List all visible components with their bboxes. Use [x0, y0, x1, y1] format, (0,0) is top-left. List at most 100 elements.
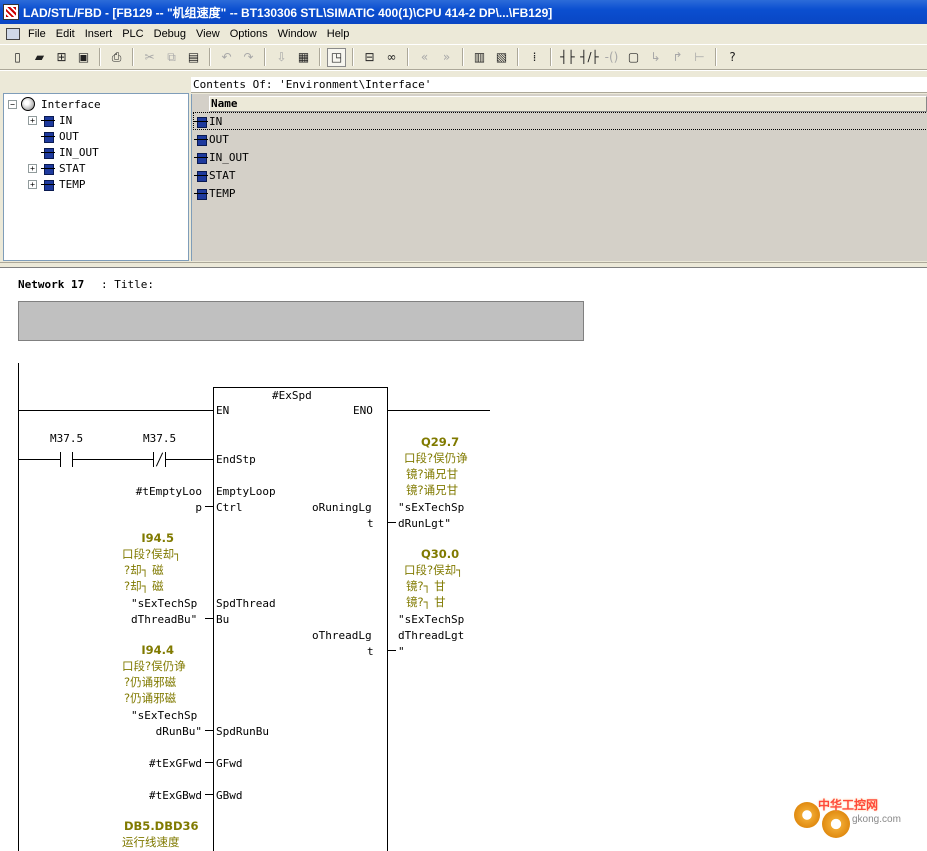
document-window-icon[interactable]	[6, 28, 20, 40]
undo-icon[interactable]: ↶	[221, 50, 232, 64]
monitor-icon[interactable]: ▦	[297, 50, 310, 64]
operand-q30-0[interactable]: Q30.0	[421, 547, 460, 561]
branch-open-icon[interactable]: ↳	[650, 50, 661, 64]
menu-plc[interactable]: PLC	[122, 28, 144, 40]
menu-bar: File Edit Insert PLC Debug View Options …	[0, 24, 927, 44]
contact-nc[interactable]	[153, 452, 154, 467]
pin-oruninglgt: oRuningLg	[312, 501, 372, 514]
tree-item-in-out[interactable]: IN_OUT	[28, 144, 99, 160]
pin-emptyloop: EmptyLoop	[216, 485, 276, 498]
parameter-icon	[41, 179, 55, 191]
toolbar-separator	[319, 48, 321, 66]
connection-icon[interactable]: ⊢	[694, 50, 705, 64]
interface-tree: − Interface + IN OUT IN_OUT + STAT + TEM…	[3, 93, 189, 261]
pin-en: EN	[216, 404, 230, 417]
operand-gbwd[interactable]: #tExGBwd	[149, 789, 202, 802]
parameter-icon	[41, 115, 55, 127]
declaration-icon[interactable]: ▥	[473, 50, 486, 64]
parameter-icon	[194, 134, 208, 146]
paste-icon[interactable]: ▤	[187, 50, 200, 64]
pin-othreadlgt: oThreadLg	[312, 629, 372, 642]
menu-insert[interactable]: Insert	[84, 28, 113, 40]
watermark-logo: 中华工控网 gkong.com	[788, 790, 918, 840]
help-icon[interactable]: ?	[729, 50, 736, 64]
tree-item-in[interactable]: + IN	[28, 112, 72, 128]
function-block-exspd[interactable]	[213, 387, 388, 851]
pane-splitter[interactable]	[0, 262, 927, 268]
en-rung	[18, 410, 213, 411]
overview-icon[interactable]: ◳	[327, 47, 346, 67]
contents-row-in[interactable]: IN	[193, 112, 927, 130]
coil-icon[interactable]: -()	[604, 50, 619, 64]
menu-edit[interactable]: Edit	[55, 28, 75, 40]
pin-eno: ENO	[353, 404, 373, 417]
menu-window[interactable]: Window	[277, 28, 317, 40]
column-header-name[interactable]: Name	[209, 96, 927, 112]
print-icon[interactable]: ⎙	[111, 49, 122, 64]
copy-icon[interactable]: ⧉	[167, 49, 176, 64]
toolbar-separator	[209, 48, 211, 66]
operand-db5-dbd36[interactable]: DB5.DBD36	[124, 819, 199, 833]
menu-file[interactable]: File	[28, 28, 46, 40]
contents-row-temp[interactable]: TEMP	[194, 185, 236, 201]
tree-item-out[interactable]: OUT	[28, 128, 79, 144]
contents-row-out[interactable]: OUT	[194, 131, 229, 147]
pin-gbwd: GBwd	[216, 789, 243, 802]
operand-emptyloop[interactable]: #tEmptyLoo	[135, 485, 202, 498]
title-bar: LAD/STL/FBD - [FB129 -- "机组速度" -- BT1303…	[0, 0, 927, 24]
menu-options[interactable]: Options	[229, 28, 268, 40]
window-title: LAD/STL/FBD - [FB129 -- "机组速度" -- BT1303…	[23, 5, 553, 20]
toolbar-separator	[132, 48, 134, 66]
tree-item-temp[interactable]: + TEMP	[28, 176, 86, 192]
glasses-icon[interactable]: ∞	[386, 50, 397, 64]
tree-item-interface[interactable]: − Interface	[8, 96, 101, 112]
contact1-operand[interactable]: M37.5	[50, 432, 84, 445]
tree-item-stat[interactable]: + STAT	[28, 160, 86, 176]
parameter-icon	[194, 170, 208, 182]
network-title[interactable]: : Title:	[101, 278, 154, 291]
download-icon[interactable]: ⇩	[276, 50, 287, 64]
contents-header: Contents Of: 'Environment\Interface'	[191, 77, 927, 93]
pin-spdrunbu: SpdRunBu	[216, 725, 269, 738]
contents-row-in-out[interactable]: IN_OUT	[194, 149, 249, 165]
toolbar-separator	[352, 48, 354, 66]
contents-row-stat[interactable]: STAT	[194, 167, 236, 183]
collapse-icon[interactable]: −	[8, 99, 17, 109]
prev-network-icon[interactable]: «	[420, 50, 429, 64]
open-icon[interactable]: ▰	[34, 50, 45, 64]
expand-icon[interactable]: +	[28, 179, 37, 189]
accessible-nodes-icon[interactable]: ⊞	[56, 50, 67, 64]
expand-icon[interactable]: +	[28, 115, 37, 125]
operand-q29-7[interactable]: Q29.7	[421, 435, 460, 449]
details-icon[interactable]: ▧	[495, 50, 508, 64]
pin-bu: Bu	[216, 613, 230, 626]
network-comment[interactable]	[18, 301, 584, 341]
operand-gfwd[interactable]: #tExGFwd	[149, 757, 202, 770]
menu-debug[interactable]: Debug	[153, 28, 187, 40]
parameter-icon	[194, 152, 208, 164]
new-icon[interactable]: ▯	[14, 50, 21, 64]
expand-icon[interactable]: +	[28, 163, 37, 173]
next-network-icon[interactable]: »	[442, 50, 451, 64]
menu-help[interactable]: Help	[326, 28, 350, 40]
operand-i94-5[interactable]: I94.5	[141, 531, 174, 545]
contact-nc-icon[interactable]: ┤/├	[580, 50, 599, 64]
pin-spdthread: SpdThread	[216, 597, 276, 610]
pin-gfwd: GFwd	[216, 757, 243, 770]
contact-no-icon[interactable]: ┤├	[560, 50, 575, 64]
cut-icon[interactable]: ✂	[144, 50, 155, 64]
parameter-icon	[194, 116, 208, 128]
save-icon[interactable]: ▣	[77, 50, 90, 64]
toolbar-separator	[517, 48, 519, 66]
io-icon[interactable]: ⁞	[532, 50, 537, 64]
contact-no[interactable]	[60, 452, 61, 467]
branch-close-icon[interactable]: ↱	[672, 50, 683, 64]
menu-view[interactable]: View	[196, 28, 220, 40]
network-icon[interactable]: ⊟	[364, 50, 375, 64]
box-icon[interactable]: ▢	[627, 50, 640, 64]
contact2-operand[interactable]: M37.5	[143, 432, 177, 445]
toolbar-separator	[715, 48, 717, 66]
toolbar-separator	[264, 48, 266, 66]
operand-i94-4[interactable]: I94.4	[141, 643, 174, 657]
redo-icon[interactable]: ↷	[243, 50, 254, 64]
